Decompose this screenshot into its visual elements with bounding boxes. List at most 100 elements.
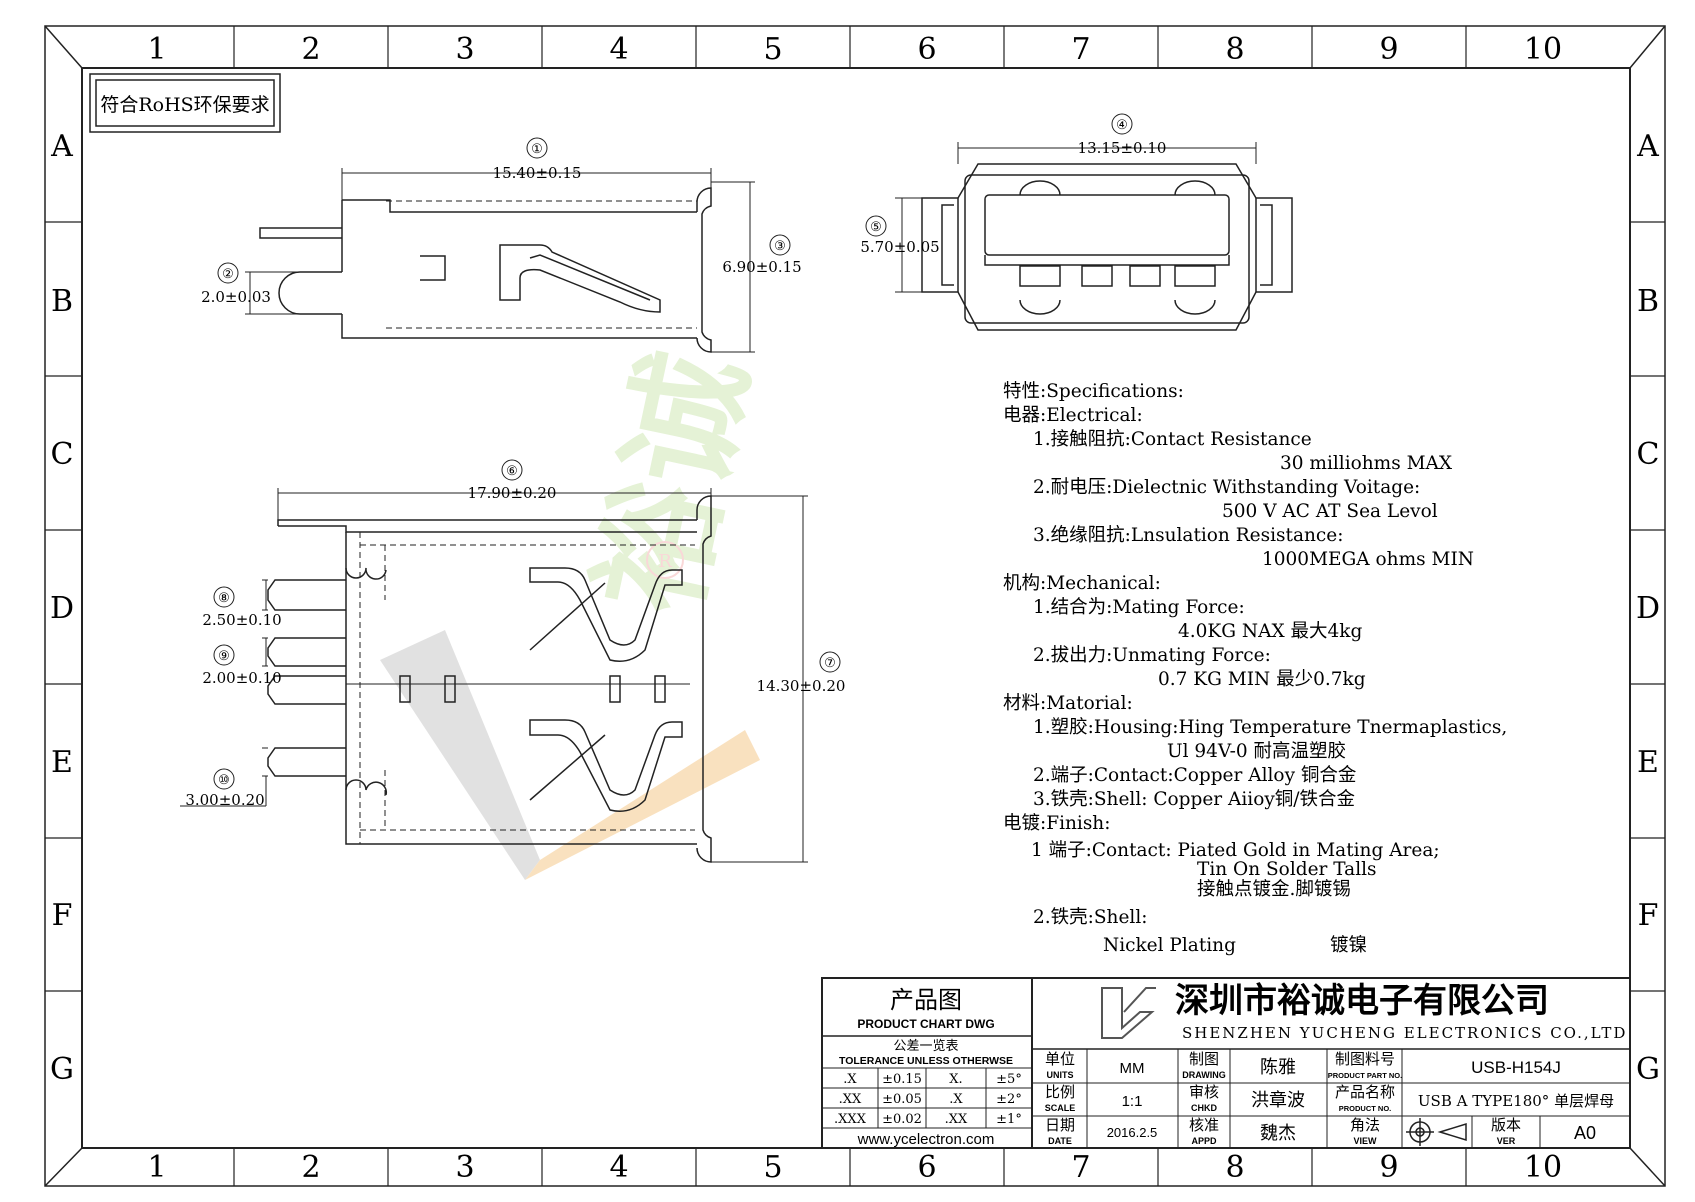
view-cn: 角法 xyxy=(1350,1116,1380,1134)
spec-line: 2.端子:Contact:Copper Alloy 铜合金 xyxy=(1033,765,1356,786)
tolerance-cell: ±1° xyxy=(996,1112,1022,1127)
watermark-logo: 裕诚 R xyxy=(380,340,774,880)
dim-10-num: ⑩ xyxy=(218,773,230,788)
dim-4-text: 13.15±0.10 xyxy=(1078,139,1167,157)
top-view-dims xyxy=(180,488,808,863)
spec-line: 1.接触阻抗:Contact Resistance xyxy=(1033,429,1312,450)
spec-line: 镀镍 xyxy=(1330,935,1367,956)
column-label-top: 7 xyxy=(1071,32,1090,67)
column-label-top: 2 xyxy=(301,32,320,67)
appd-value: 魏杰 xyxy=(1260,1123,1296,1143)
title-block: 产品图 PRODUCT CHART DWG 公差一览表 TOLERANCE UN… xyxy=(821,977,1631,1149)
dim-9-text: 2.00±0.10 xyxy=(202,669,281,687)
product-name-en: PRODUCT NO. xyxy=(1339,1104,1392,1113)
spec-line: 机构:Mechanical: xyxy=(1003,573,1161,594)
row-label-right: G xyxy=(1636,1052,1660,1087)
part-no-value: USB-H154J xyxy=(1471,1058,1561,1077)
column-label-top: 4 xyxy=(609,32,628,67)
drawing-value: 陈雅 xyxy=(1260,1057,1296,1077)
appd-cn: 核准 xyxy=(1189,1116,1219,1134)
dim-7-text: 14.30±0.20 xyxy=(757,677,846,695)
spec-line: 电镀:Finish: xyxy=(1003,813,1110,834)
chkd-en: CHKD xyxy=(1191,1103,1217,1113)
column-label-bottom: 5 xyxy=(763,1150,782,1185)
column-label-top: 1 xyxy=(147,32,166,67)
front-view-dims xyxy=(895,142,1257,293)
spec-line: Nickel Plating xyxy=(1103,935,1236,956)
front-view-dim-labels: ④ 13.15±0.10 ⑤ 5.70±0.05 xyxy=(860,113,1167,256)
scale-value: 1:1 xyxy=(1122,1093,1143,1110)
tolerance-cell: ±5° xyxy=(996,1072,1022,1087)
tolerance-cell: .XX xyxy=(839,1092,862,1107)
row-label-left: A xyxy=(50,129,73,164)
spec-line: 2.拔出力:Unmating Force: xyxy=(1033,645,1271,666)
units-value: MM xyxy=(1120,1060,1145,1077)
spec-line: 2.耐电压:Dielectnic Withstanding Voitage: xyxy=(1033,477,1420,498)
tolerance-cell: .X xyxy=(843,1072,857,1087)
dim-1-text: 15.40±0.15 xyxy=(493,164,582,182)
dim-5-text: 5.70±0.05 xyxy=(860,238,939,256)
dim-7-num: ⑦ xyxy=(824,656,836,671)
spec-line: 30 milliohms MAX xyxy=(1280,453,1453,474)
drawing-en: DRAWING xyxy=(1182,1070,1226,1080)
part-no-cn: 制图料号 xyxy=(1335,1050,1395,1068)
spec-line: 电器:Electrical: xyxy=(1003,405,1143,426)
tolerance-cell: .XX xyxy=(945,1112,968,1127)
dim-6-text: 17.90±0.20 xyxy=(468,484,557,502)
tolerance-cell: X. xyxy=(949,1072,962,1087)
watermark-text: 裕诚 xyxy=(571,340,775,626)
rohs-box: 符合RoHS环保要求 xyxy=(89,73,281,133)
column-label-bottom: 3 xyxy=(455,1150,474,1185)
company-name-cn: 深圳市裕诚电子有限公司 xyxy=(1175,981,1549,1020)
dim-3-num: ③ xyxy=(774,239,786,254)
spec-line: Ul 94V-0 耐高温塑胶 xyxy=(1167,741,1346,762)
column-label-bottom: 2 xyxy=(301,1150,320,1185)
column-label-bottom: 10 xyxy=(1524,1150,1562,1185)
column-label-top: 3 xyxy=(455,32,474,67)
dim-6-num: ⑥ xyxy=(506,464,518,479)
front-view-drawing xyxy=(921,163,1293,331)
dim-1-num: ① xyxy=(531,142,543,157)
date-cn: 日期 xyxy=(1045,1116,1075,1134)
row-label-left: F xyxy=(52,898,73,933)
tolerance-cell: .XXX xyxy=(834,1112,867,1127)
row-label-right: A xyxy=(1636,129,1659,164)
row-label-left: D xyxy=(50,591,74,626)
dim-8-num: ⑧ xyxy=(218,591,230,606)
rohs-label: 符合RoHS环保要求 xyxy=(100,94,269,116)
dim-10-text: 3.00±0.20 xyxy=(185,791,264,809)
view-en: VIEW xyxy=(1353,1136,1377,1146)
spec-line: 接触点镀金.脚镀锡 xyxy=(1197,879,1351,900)
tolerance-cell: ±0.02 xyxy=(882,1112,922,1127)
spec-line: 特性:Specifications: xyxy=(1003,381,1184,402)
website: www.ycelectron.com xyxy=(857,1131,995,1148)
tolerance-cell: ±0.05 xyxy=(882,1092,922,1107)
column-label-top: 8 xyxy=(1225,32,1244,67)
tolerance-cell: .X xyxy=(949,1092,963,1107)
spec-line: 0.7 KG MIN 最少0.7kg xyxy=(1158,669,1366,690)
company-name-en: SHENZHEN YUCHENG ELECTRONICS CO.,LTD xyxy=(1182,1024,1627,1042)
product-name-cn: 产品名称 xyxy=(1335,1083,1395,1101)
row-label-right: B xyxy=(1637,284,1659,319)
column-label-bottom: 8 xyxy=(1225,1150,1244,1185)
version-en: VER xyxy=(1497,1136,1516,1146)
row-label-right: C xyxy=(1637,437,1660,472)
column-label-top: 6 xyxy=(917,32,936,67)
column-label-bottom: 1 xyxy=(147,1150,166,1185)
spec-line: 3.绝缘阻抗:Lnsulation Resistance: xyxy=(1033,525,1343,546)
column-label-bottom: 7 xyxy=(1071,1150,1090,1185)
zone-ticks xyxy=(45,26,1665,1186)
version-value: A0 xyxy=(1574,1123,1596,1143)
date-en: DATE xyxy=(1048,1136,1072,1146)
tolerance-title-en: TOLERANCE UNLESS OTHERWSE xyxy=(839,1055,1013,1067)
dim-2-text: 2.0±0.03 xyxy=(201,288,271,306)
tolerance-cell: ±2° xyxy=(996,1092,1022,1107)
dim-3-text: 6.90±0.15 xyxy=(722,258,801,276)
tolerance-title-cn: 公差一览表 xyxy=(893,1038,958,1054)
side-view-dims xyxy=(245,168,755,353)
column-label-bottom: 6 xyxy=(917,1150,936,1185)
chart-title-cn: 产品图 xyxy=(890,986,962,1014)
